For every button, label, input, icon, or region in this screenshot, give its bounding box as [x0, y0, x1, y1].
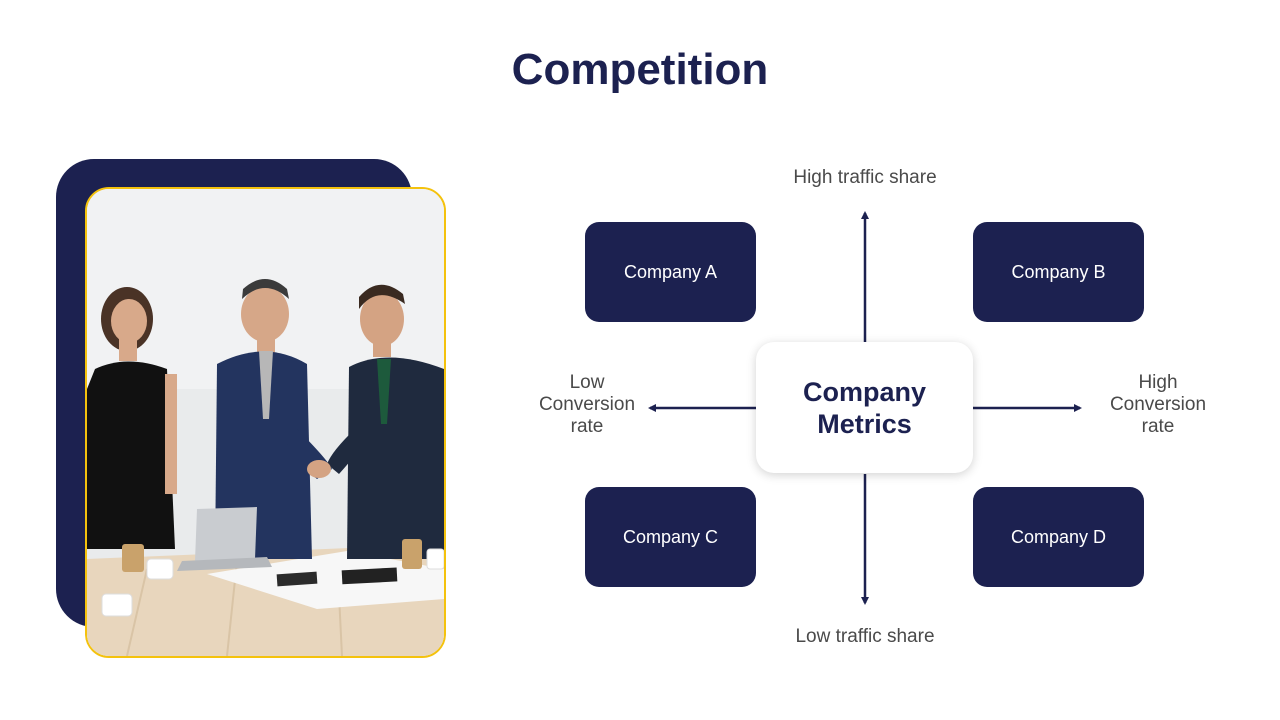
slide-title: Competition	[511, 45, 769, 94]
axis-label-left: Low Conversion rate	[538, 372, 636, 437]
axis-label-right: High Conversion rate	[1109, 372, 1207, 437]
company-d-box: Company D	[973, 487, 1144, 587]
center-metrics-box: Company Metrics	[756, 342, 973, 473]
business-meeting-photo	[85, 187, 446, 658]
company-a-box: Company A	[585, 222, 756, 322]
company-c-box: Company C	[585, 487, 756, 587]
company-b-box: Company B	[973, 222, 1144, 322]
photo-illustration	[87, 189, 444, 656]
axis-label-bottom: Low traffic share	[795, 626, 935, 647]
axis-label-top: High traffic share	[793, 167, 937, 188]
